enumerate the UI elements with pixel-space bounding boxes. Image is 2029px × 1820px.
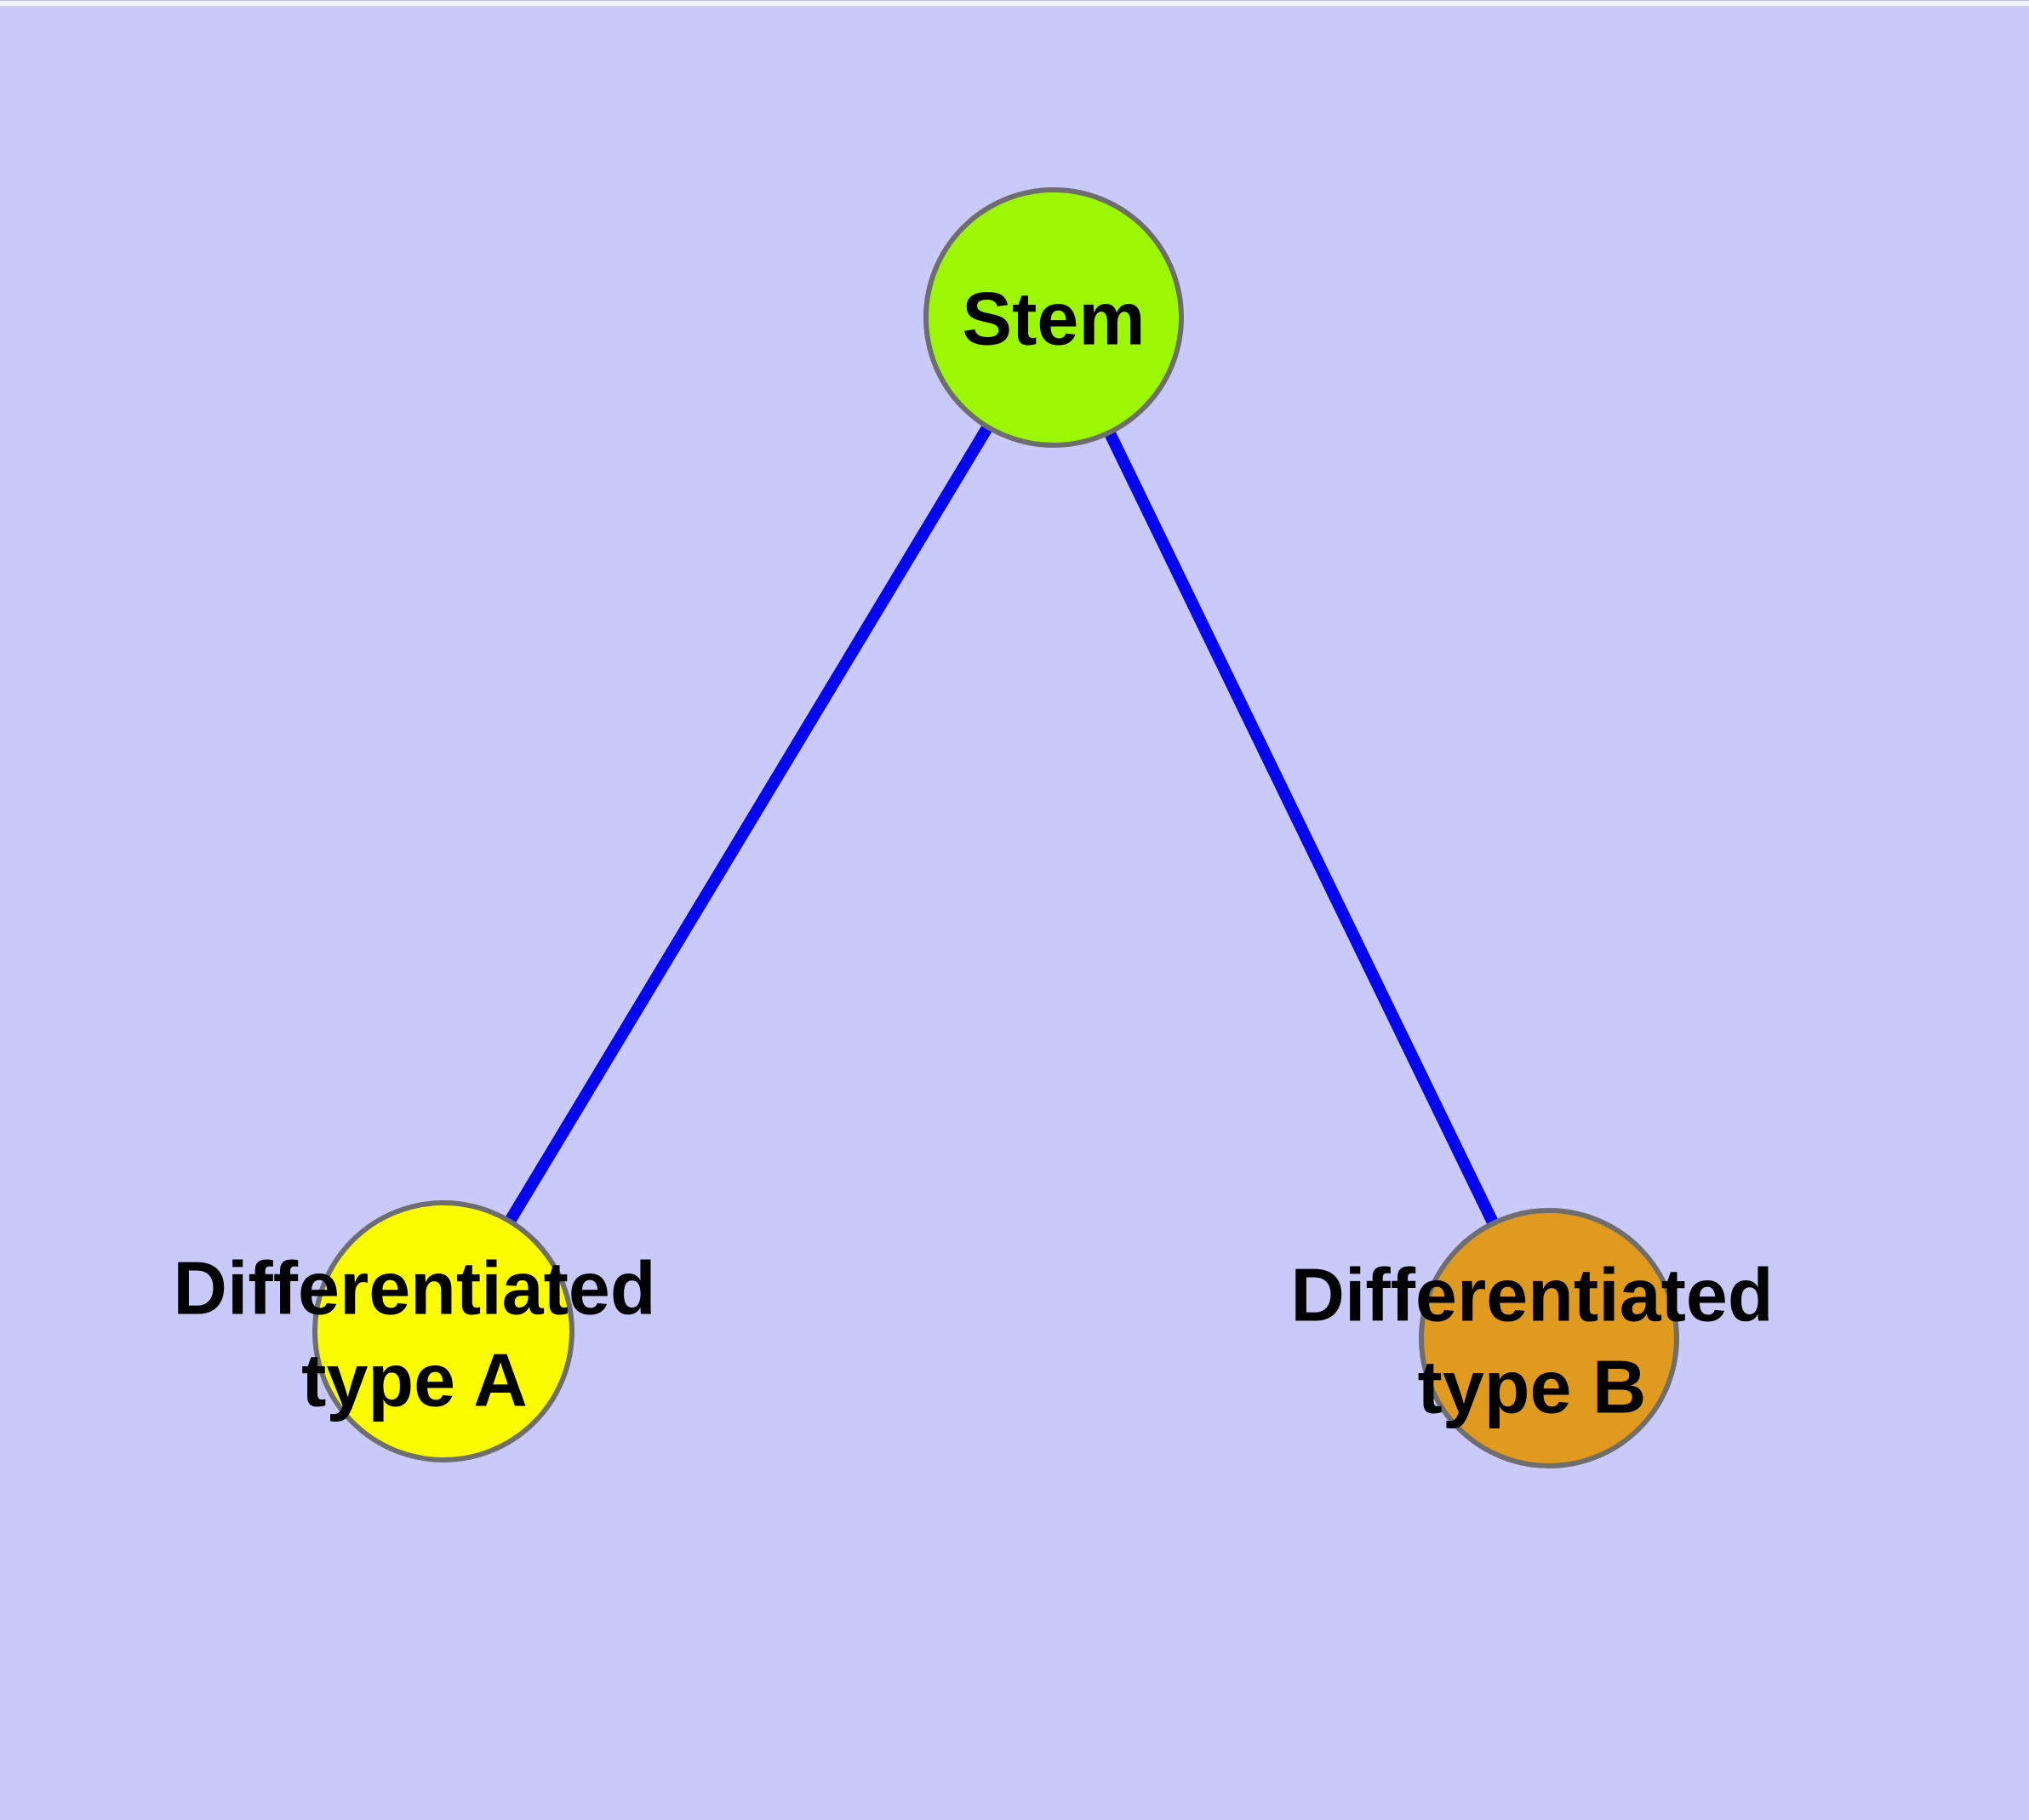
- node-circle-differentiated-type-a: [312, 1200, 574, 1462]
- node-label-line: type A: [301, 1338, 528, 1422]
- top-highlight-strip: [0, 0, 2029, 6]
- node-label-line: Differentiated: [173, 1246, 655, 1331]
- node-label-line: Stem: [962, 277, 1145, 361]
- graph-edge-stem-to-differentiated-type-a: [438, 314, 1059, 1335]
- graph-edge-stem-to-differentiated-type-b: [1048, 314, 1555, 1342]
- node-circle-stem: [923, 187, 1184, 448]
- node-label-line: Differentiated: [1290, 1253, 1773, 1337]
- node-label-stem: Stem: [962, 277, 1145, 361]
- node-circle-differentiated-type-b: [1419, 1208, 1679, 1468]
- node-label-line: type B: [1418, 1345, 1647, 1429]
